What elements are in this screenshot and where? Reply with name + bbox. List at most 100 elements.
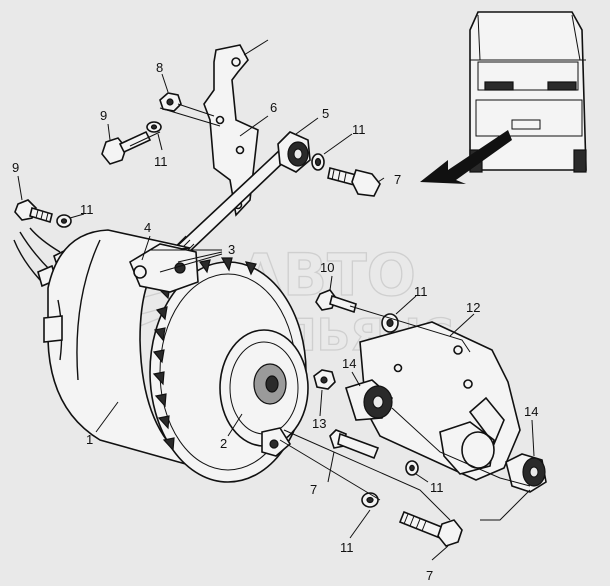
washer-upper-left-hole [150, 124, 158, 130]
callout-7-upper: 7 [394, 172, 401, 187]
callout-7-middle: 7 [310, 482, 317, 497]
adjusting-nut [133, 265, 147, 279]
washer-lower-hole [366, 496, 374, 504]
bolt-middle-lower-shank [337, 432, 380, 460]
bolt-lower-threads [403, 513, 427, 532]
leader-11f [415, 473, 429, 483]
callout-11-middle: 11 [414, 284, 428, 299]
callout-13: 13 [312, 416, 326, 431]
bolt-left-shank [29, 206, 53, 224]
roller-right [505, 453, 547, 493]
plate-hole-1 [453, 345, 463, 355]
axis-middle [349, 305, 471, 353]
leader-11c [323, 133, 353, 155]
leader-nut-to-bracket [177, 103, 215, 117]
axis-right [480, 489, 531, 521]
alternator-rear-housing [47, 229, 201, 469]
callout-7-lower: 7 [426, 568, 433, 583]
bolt-lower [398, 510, 463, 547]
alternator-lower-lug-hole [269, 439, 279, 449]
callout-14-left: 14 [342, 356, 356, 371]
wire-2 [19, 231, 51, 271]
callout-10: 10 [320, 260, 334, 275]
bolt-lower-shank [398, 510, 446, 540]
bus-headlight-right [547, 81, 577, 91]
leader-8 [161, 73, 169, 93]
leader-12 [449, 313, 475, 337]
leader-7b [327, 451, 335, 483]
leader-11a [157, 133, 163, 151]
bus-license-plate [511, 119, 541, 130]
alternator-shaft [265, 375, 279, 393]
leader-9b [17, 175, 23, 201]
leader-6 [239, 115, 269, 137]
axis-rollers [391, 407, 531, 487]
location-arrow [420, 130, 512, 184]
rod-end-bushing [277, 131, 311, 173]
tension-bracket [203, 39, 269, 217]
bolt-middle-lower [329, 429, 380, 460]
bracket-hole-top [231, 57, 241, 67]
callout-labels: 1 2 3 4 5 6 7 7 7 8 9 9 10 11 11 11 11 1… [12, 60, 538, 583]
alternator-rear-boss [43, 315, 63, 343]
callout-6: 6 [270, 100, 277, 115]
callout-1: 1 [86, 432, 93, 447]
leader-lines [17, 73, 535, 561]
washer-left-hole [60, 218, 68, 224]
bolt-upper-right-head [351, 169, 381, 197]
bus-wheel-right [573, 149, 587, 173]
washer-lower-right-hole [409, 464, 415, 472]
bracket-plate [203, 44, 259, 217]
callout-9-upper: 9 [100, 108, 107, 123]
callout-8: 8 [156, 60, 163, 75]
bus-windshield-frame [470, 14, 586, 61]
leader-1 [95, 401, 119, 433]
bracket-hole-low [235, 145, 245, 155]
callout-4: 4 [144, 220, 151, 235]
bus-bumper [475, 99, 583, 137]
leader-7a [377, 177, 385, 183]
alternator-upper-lug [128, 243, 199, 293]
bus-grille [477, 61, 579, 91]
leader-7c [431, 545, 449, 561]
bolt-upper-left-shank [118, 130, 152, 154]
leader-10 [329, 275, 333, 291]
callout-11-upper-right: 11 [352, 122, 366, 137]
callout-9-left: 9 [12, 160, 19, 175]
washer-upper-right-hole [314, 157, 322, 167]
callout-5: 5 [322, 106, 329, 121]
callout-11-upper-left: 11 [154, 154, 168, 169]
bus-headlight-left [484, 81, 514, 91]
roller-right-bore [529, 466, 539, 478]
bolt-left [14, 199, 53, 224]
alternator-upper-lug-hole [174, 262, 186, 274]
leader-9a [107, 123, 111, 141]
bolt-middle-shank [329, 294, 357, 314]
callout-3: 3 [228, 242, 235, 257]
roller-middle-face [461, 431, 495, 469]
nut-upper-hole [166, 98, 174, 106]
nut-lower-hole [320, 376, 328, 384]
wire-1 [13, 239, 41, 281]
leader-11b [69, 213, 85, 219]
leader-5 [295, 117, 319, 135]
axis-upper [129, 107, 221, 147]
bolt-lower-head [437, 519, 463, 547]
leader-14a [351, 371, 361, 387]
callout-11-left: 11 [80, 202, 94, 217]
roller-middle [439, 421, 495, 475]
bolt-middle [315, 289, 357, 314]
leader-2 [227, 413, 243, 437]
bolt-upper-right-threads [331, 169, 347, 184]
washer-middle-hole [386, 318, 394, 328]
bracket-hole-mid [215, 115, 225, 125]
bolt-upper-right [327, 167, 381, 197]
leader-11e [349, 509, 371, 539]
callout-11-lower: 11 [340, 540, 354, 555]
leader-11d [395, 295, 417, 315]
roller-left [344, 379, 393, 421]
callout-11-lower-right: 11 [430, 480, 444, 495]
leader-13 [319, 389, 323, 417]
